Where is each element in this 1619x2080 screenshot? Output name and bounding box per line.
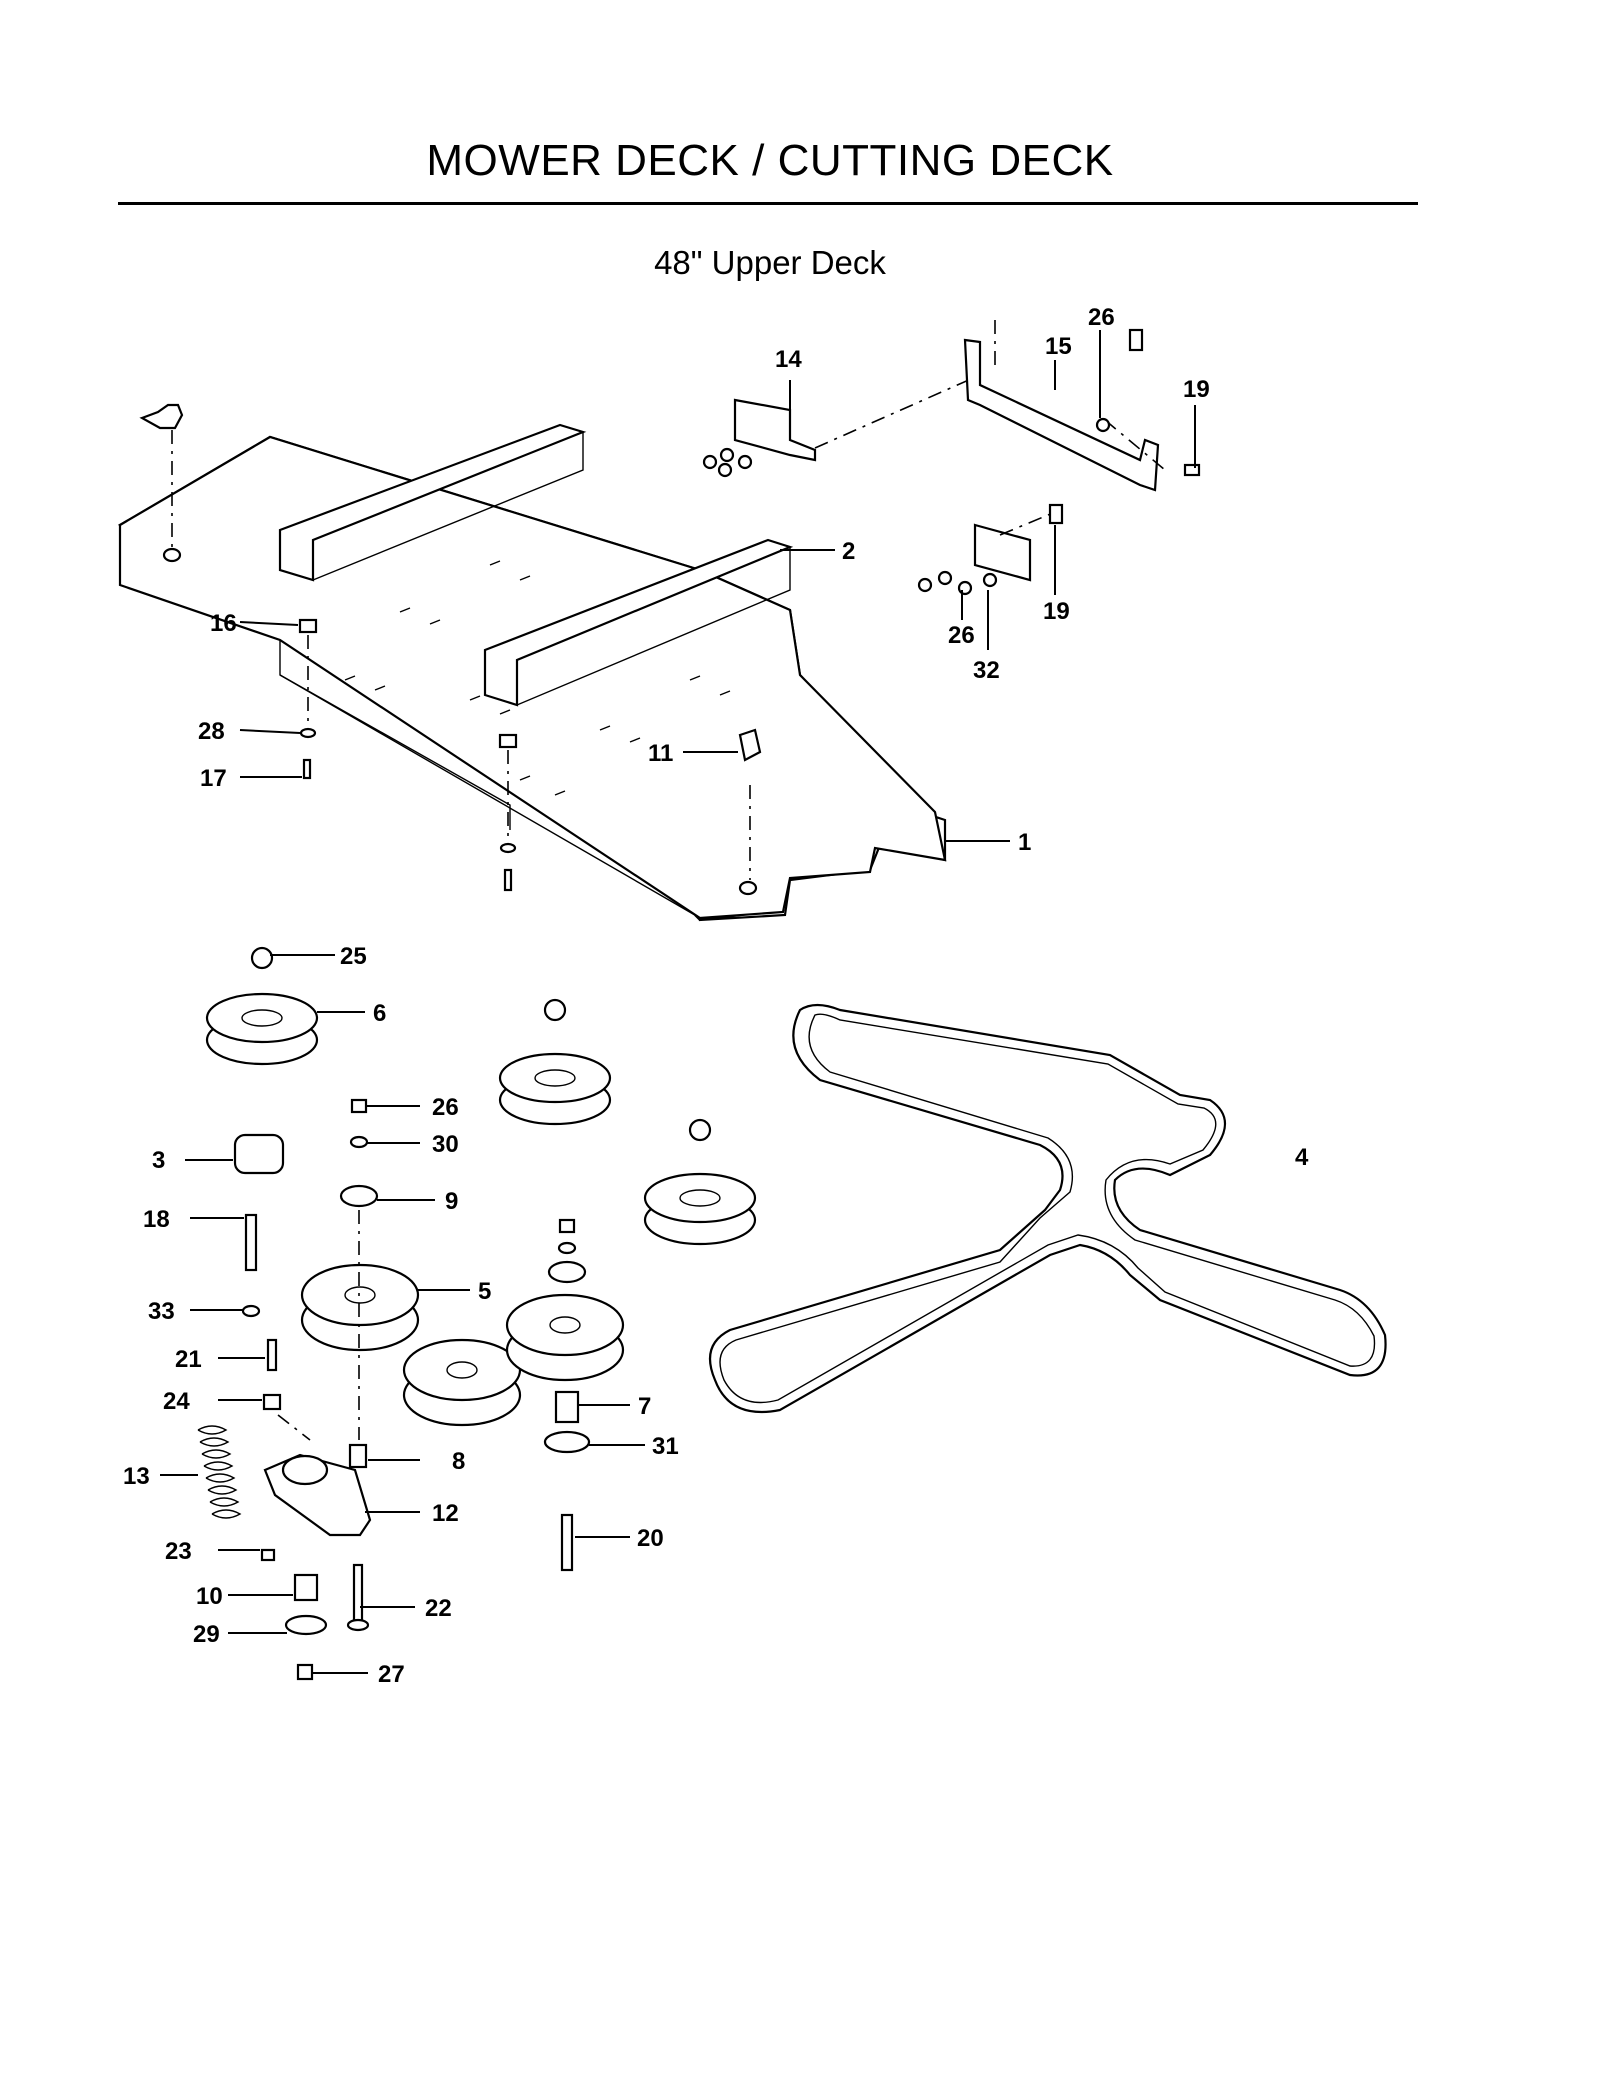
- wing-knob: [139, 403, 184, 548]
- callout-30: 30: [432, 1131, 459, 1158]
- leader-lines: [160, 330, 1196, 1674]
- title-rule: [118, 202, 1418, 205]
- callout-3: 3: [152, 1147, 165, 1174]
- deck-plate: [117, 435, 947, 922]
- callout-10: 10: [196, 1583, 223, 1610]
- diagram-subtitle: 48" Upper Deck: [654, 244, 886, 281]
- callout-9: 9: [445, 1188, 458, 1215]
- callout-31: 31: [652, 1433, 679, 1460]
- callout-19b: 19: [1043, 598, 1070, 625]
- callout-17: 17: [200, 765, 227, 792]
- baffle-right: [483, 538, 794, 707]
- callout-19a: 19: [1183, 376, 1210, 403]
- callout-labels: 1 2 3 4 5 6 7 8 9 10 11 12 13 14 15 16 1…: [123, 304, 1309, 1688]
- callout-6: 6: [373, 1000, 386, 1027]
- callout-28: 28: [198, 718, 225, 745]
- callout-4: 4: [1295, 1144, 1309, 1171]
- idler-pulley-5: [300, 1263, 420, 1352]
- callout-18: 18: [143, 1206, 170, 1233]
- fastener-stacks: [298, 618, 518, 892]
- callout-26c: 26: [432, 1094, 459, 1121]
- callout-33: 33: [148, 1298, 175, 1325]
- spring-13: [197, 1425, 242, 1519]
- callout-22: 22: [425, 1595, 452, 1622]
- callout-23: 23: [165, 1538, 192, 1565]
- callout-20: 20: [637, 1525, 664, 1552]
- callout-15: 15: [1045, 333, 1072, 360]
- idler-pulley-7: [505, 1293, 625, 1382]
- callout-2: 2: [842, 538, 855, 565]
- page-title: MOWER DECK / CUTTING DECK: [426, 136, 1114, 185]
- pulley-right: [643, 1118, 757, 1246]
- callout-32: 32: [973, 657, 1000, 684]
- baffle-left: [278, 423, 587, 582]
- callout-5: 5: [478, 1278, 491, 1305]
- idler-arm: [260, 1414, 372, 1681]
- callout-27: 27: [378, 1661, 405, 1688]
- callout-1: 1: [1018, 829, 1031, 856]
- callout-11: 11: [648, 740, 673, 767]
- callout-7: 7: [638, 1393, 651, 1420]
- callout-14: 14: [775, 346, 802, 373]
- callout-26a: 26: [1088, 304, 1115, 331]
- pulley-6: [205, 946, 319, 1066]
- callout-26b: 26: [948, 622, 975, 649]
- callout-8: 8: [452, 1448, 465, 1475]
- small-hardware: [233, 1098, 591, 1572]
- idler-pulley-center: [402, 1338, 522, 1427]
- callout-21: 21: [175, 1346, 202, 1373]
- callout-13: 13: [123, 1463, 150, 1490]
- bracket-assembly: [702, 320, 1201, 596]
- callout-12: 12: [432, 1500, 459, 1527]
- callout-24: 24: [163, 1388, 190, 1415]
- callout-29: 29: [193, 1621, 220, 1648]
- callout-25: 25: [340, 943, 367, 970]
- callout-16: 16: [210, 610, 237, 637]
- part-11-fitting: [738, 728, 762, 880]
- drive-belt: [708, 1003, 1387, 1414]
- pulley-upper-middle: [498, 998, 612, 1126]
